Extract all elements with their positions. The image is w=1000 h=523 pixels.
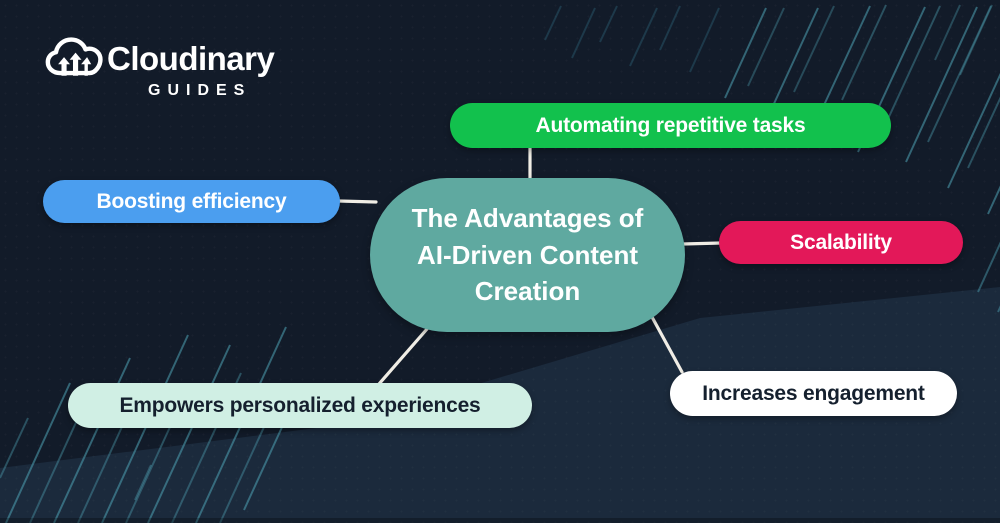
connector-scalability bbox=[681, 241, 723, 246]
node-label: Boosting efficiency bbox=[96, 189, 287, 213]
brand-subtitle: GUIDES bbox=[148, 82, 252, 99]
connector-increases bbox=[650, 315, 684, 374]
node-label: Increases engagement bbox=[702, 381, 925, 405]
connector-empowers bbox=[377, 327, 429, 386]
cloud-upload-arrows-icon bbox=[45, 37, 103, 76]
stripes-top-center bbox=[544, 5, 720, 73]
bottom-edge-shade bbox=[0, 518, 1000, 523]
connector-boosting bbox=[337, 199, 378, 204]
stripes-top-right bbox=[724, 4, 1000, 313]
cloudinary-logo: Cloudinary GUIDES bbox=[45, 30, 295, 110]
center-node: The Advantages of AI-Driven Content Crea… bbox=[370, 178, 685, 332]
brand-name: Cloudinary bbox=[107, 40, 275, 77]
node-scalability: Scalability bbox=[719, 221, 963, 264]
node-label: Empowers personalized experiences bbox=[119, 393, 481, 417]
node-label: Automating repetitive tasks bbox=[535, 113, 806, 137]
node-label: Scalability bbox=[790, 230, 892, 254]
node-increases-engagement: Increases engagement bbox=[670, 371, 957, 416]
node-boosting-efficiency: Boosting efficiency bbox=[43, 180, 340, 223]
node-automating-repetitive-tasks: Automating repetitive tasks bbox=[450, 103, 891, 148]
center-node-label: The Advantages of AI-Driven Content Crea… bbox=[411, 202, 644, 307]
node-empowers-personalized-experiences: Empowers personalized experiences bbox=[68, 383, 532, 428]
